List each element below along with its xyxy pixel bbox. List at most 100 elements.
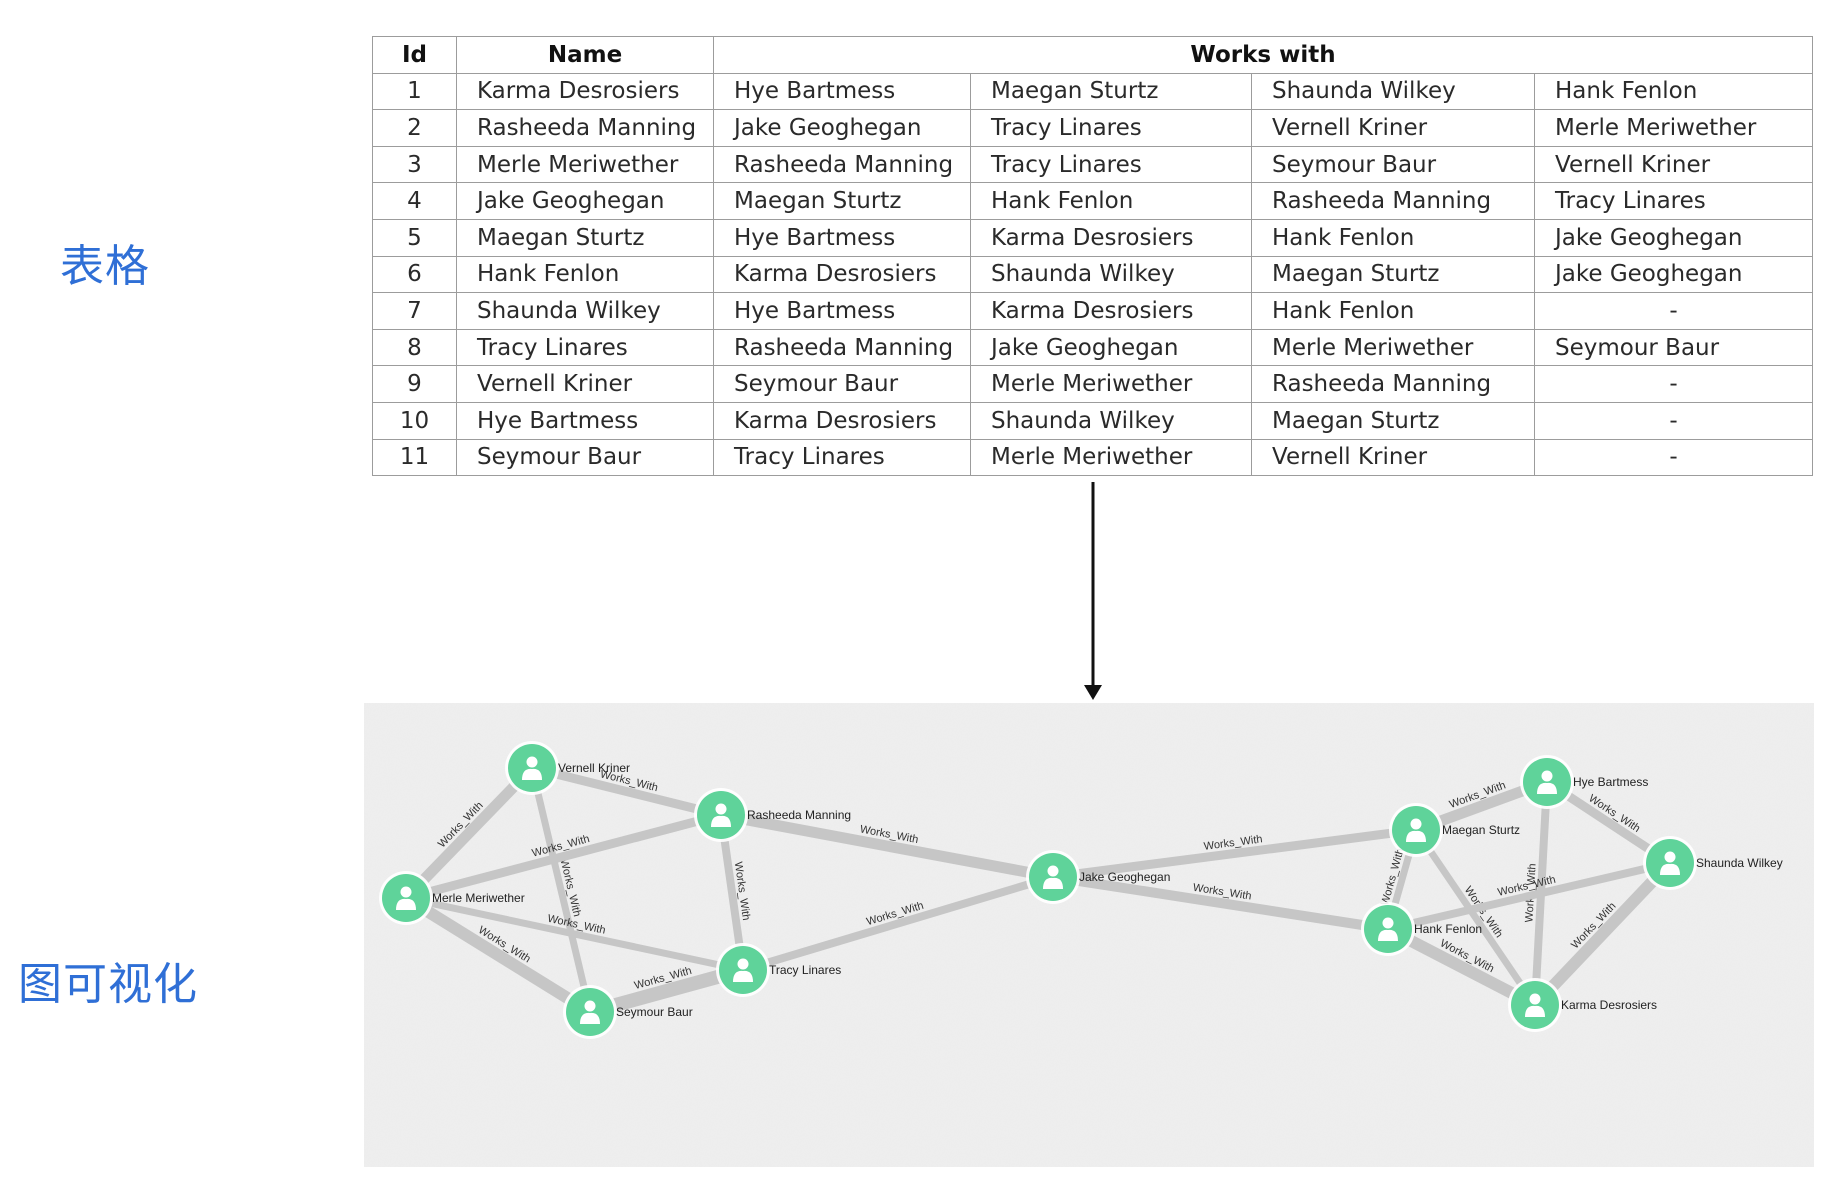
- person-icon-body: [1378, 929, 1398, 941]
- header-id: Id: [372, 36, 457, 74]
- cell-works-with: -: [1534, 292, 1813, 330]
- cell-works-with: Shaunda Wilkey: [1251, 72, 1535, 111]
- graph-edge: [739, 873, 1057, 974]
- cell-works-with: Karma Desrosiers: [713, 401, 971, 440]
- person-icon-body: [522, 768, 542, 780]
- person-icon-head: [584, 1000, 596, 1012]
- graph-edge: [400, 892, 596, 1018]
- node-circle: [508, 744, 556, 792]
- person-icon: [1525, 993, 1545, 1017]
- cell-works-with: Hye Bartmess: [713, 292, 971, 330]
- cell-works-with: Merle Meriwether: [970, 365, 1252, 403]
- cell-works-with: Tracy Linares: [970, 145, 1252, 184]
- cell-works-with: Tracy Linares: [1534, 182, 1813, 220]
- graph-node[interactable]: Rasheeda Manning: [694, 788, 851, 842]
- person-icon-head: [1382, 917, 1394, 929]
- graph-edge: [528, 764, 594, 1016]
- node-circle: [697, 791, 745, 839]
- graph-edge: [1382, 923, 1541, 1011]
- cell-id: 4: [372, 182, 457, 220]
- node-label: Merle Meriwether: [432, 891, 525, 905]
- cell-works-with: -: [1534, 438, 1813, 477]
- cell-id: 2: [372, 109, 457, 147]
- cell-works-with: Jake Geoghegan: [1534, 218, 1813, 257]
- cell-id: 3: [372, 145, 457, 184]
- cell-works-with: Jake Geoghegan: [713, 109, 971, 147]
- node-label: Rasheeda Manning: [747, 808, 851, 822]
- node-label: Hye Bartmess: [1573, 775, 1648, 789]
- graph-node[interactable]: Shaunda Wilkey: [1643, 836, 1783, 890]
- graph-edge: [1412, 826, 1539, 1009]
- cell-name: Merle Meriwether: [456, 145, 714, 184]
- graph-node[interactable]: Merle Meriwether: [379, 871, 525, 925]
- cell-works-with: Vernell Kriner: [1251, 438, 1535, 477]
- cell-works-with: Shaunda Wilkey: [970, 255, 1252, 294]
- graph-node[interactable]: Vernell Kriner: [505, 741, 630, 795]
- person-icon: [1660, 851, 1680, 875]
- graph-node[interactable]: Hank Fenlon: [1361, 902, 1482, 956]
- graph-node[interactable]: Jake Geoghegan: [1026, 850, 1170, 904]
- cell-works-with: Vernell Kriner: [1534, 145, 1813, 184]
- graph-node[interactable]: Tracy Linares: [716, 943, 841, 997]
- person-icon: [580, 1000, 600, 1024]
- graph-edge: [400, 762, 538, 904]
- table-section-label: 表格: [60, 241, 150, 292]
- person-icon-body: [1660, 863, 1680, 875]
- cell-works-with: Merle Meriwether: [1534, 109, 1813, 147]
- graph-node[interactable]: Seymour Baur: [563, 985, 693, 1039]
- cell-id: 8: [372, 328, 457, 367]
- graph-canvas: Works_WithWorks_WithWorks_WithWorks_With…: [364, 703, 1814, 1167]
- node-circle: [1523, 758, 1571, 806]
- node-circle: [1646, 839, 1694, 887]
- cell-name: Rasheeda Manning: [456, 109, 714, 147]
- graph-edge: [401, 810, 726, 903]
- node-label: Karma Desrosiers: [1561, 998, 1657, 1012]
- graph-edge: [1048, 872, 1393, 934]
- person-icon-body: [1043, 877, 1063, 889]
- person-icon-head: [737, 958, 749, 970]
- graph-edge: [527, 763, 726, 820]
- node-label: Seymour Baur: [616, 1005, 693, 1019]
- person-icon: [396, 886, 416, 910]
- cell-name: Seymour Baur: [456, 438, 714, 477]
- person-icon-head: [1047, 865, 1059, 877]
- graph-node[interactable]: Karma Desrosiers: [1508, 978, 1657, 1032]
- graph-edge: [1048, 825, 1421, 882]
- arrow-head: [1084, 685, 1102, 700]
- cell-works-with: Jake Geoghegan: [970, 328, 1252, 367]
- person-icon: [733, 958, 753, 982]
- cell-works-with: Rasheeda Manning: [713, 145, 971, 184]
- graph-edge: [1384, 859, 1674, 933]
- cell-works-with: Karma Desrosiers: [713, 255, 971, 294]
- cell-name: Karma Desrosiers: [456, 72, 714, 111]
- cell-id: 7: [372, 292, 457, 330]
- graph-node[interactable]: Maegan Sturtz: [1389, 803, 1520, 857]
- cell-works-with: Seymour Baur: [1534, 328, 1813, 367]
- cell-works-with: Maegan Sturtz: [713, 182, 971, 220]
- graph-edge: [402, 894, 747, 974]
- cell-works-with: Karma Desrosiers: [970, 218, 1252, 257]
- graph-node[interactable]: Hye Bartmess: [1520, 755, 1648, 809]
- person-icon-body: [711, 815, 731, 827]
- person-icon: [1043, 865, 1063, 889]
- cell-id: 9: [372, 365, 457, 403]
- graph-section-label: 图可视化: [18, 959, 198, 1010]
- person-icon-head: [400, 886, 412, 898]
- cell-works-with: Merle Meriwether: [970, 438, 1252, 477]
- cell-name: Hye Bartmess: [456, 401, 714, 440]
- cell-works-with: Tracy Linares: [970, 109, 1252, 147]
- node-circle: [566, 988, 614, 1036]
- node-label: Hank Fenlon: [1414, 922, 1482, 936]
- cell-works-with: Karma Desrosiers: [970, 292, 1252, 330]
- person-icon-head: [1541, 770, 1553, 782]
